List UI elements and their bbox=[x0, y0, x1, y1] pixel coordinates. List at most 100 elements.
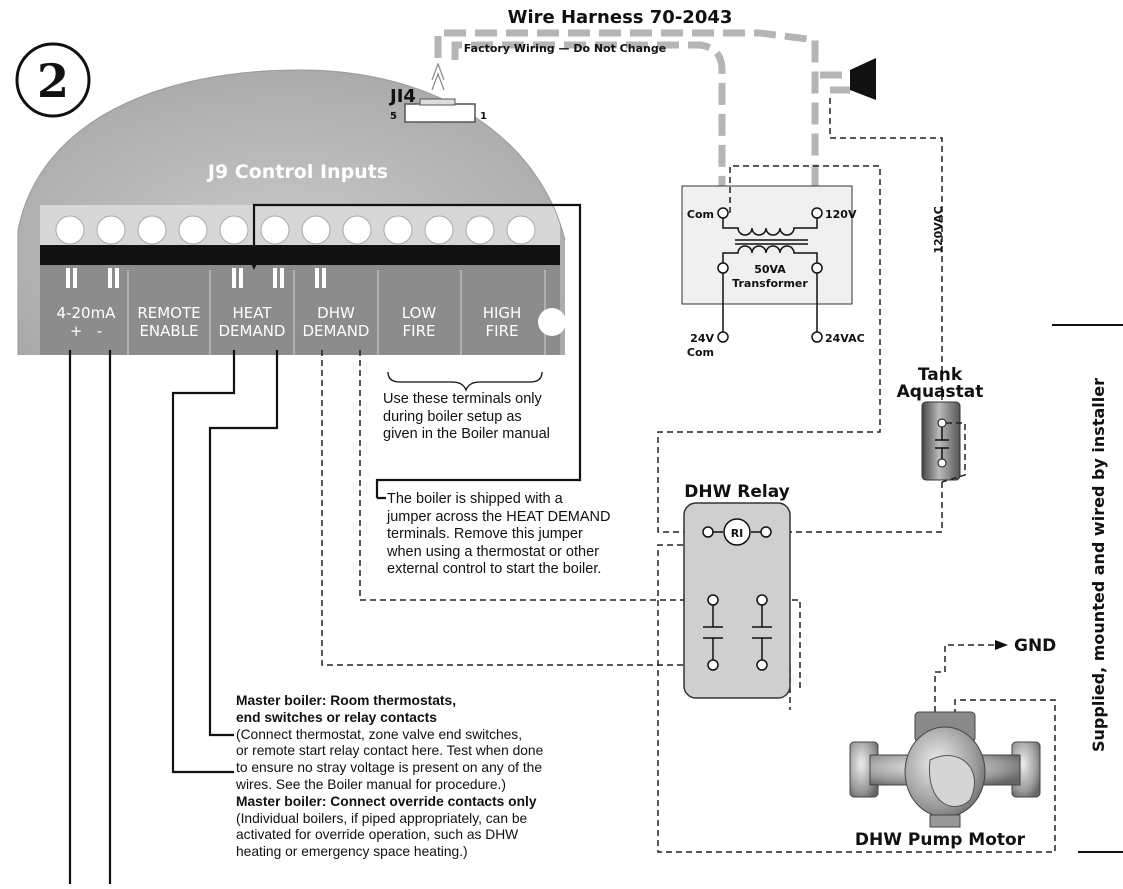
terminal-screw bbox=[137, 215, 167, 245]
terminal-screw bbox=[301, 215, 331, 245]
ji4-label: JI4 bbox=[388, 86, 416, 107]
setup-note: Use these terminals only during boiler s… bbox=[383, 391, 613, 444]
wire-harness bbox=[434, 29, 850, 205]
vac-label: 120VAC bbox=[932, 206, 945, 253]
jumper-arrow-icon bbox=[244, 248, 264, 270]
thermostat-wiring bbox=[68, 350, 279, 884]
terminal-label-high: HIGH bbox=[483, 304, 522, 322]
master-note-heading: Master boiler: Connect override contacts… bbox=[236, 793, 537, 809]
terminal-screw bbox=[96, 215, 126, 245]
step-number: 2 bbox=[37, 54, 69, 108]
transformer-24vac-label: 24VAC bbox=[825, 332, 865, 345]
terminal-screw bbox=[260, 215, 290, 245]
step-badge bbox=[15, 42, 91, 118]
installer-note: Supplied, mounted and wired by installer bbox=[1089, 378, 1108, 752]
relay-coil bbox=[723, 518, 751, 546]
transformer-name: Transformer bbox=[732, 277, 808, 290]
setup-note-line: during boiler setup as bbox=[383, 408, 522, 425]
aquastat-label-line2: Aquastat bbox=[897, 382, 984, 402]
terminal-label-4-20ma-sign: + - bbox=[70, 322, 102, 340]
terminal-strip-base bbox=[40, 245, 560, 265]
terminal-screw bbox=[178, 215, 208, 245]
terminal-label-4-20ma: 4-20mA bbox=[57, 304, 117, 322]
ji4-pin-5: 5 bbox=[390, 111, 397, 122]
master-note-line: or remote start relay contact here. Test… bbox=[236, 743, 544, 759]
setup-note-line: given in the Boiler manual bbox=[383, 426, 550, 442]
terminal-label-high-fire: FIRE bbox=[486, 322, 519, 340]
master-note-line: activated for override operation, such a… bbox=[236, 827, 519, 843]
terminal-label-low: LOW bbox=[402, 304, 437, 322]
ji4-connector: JI4 5 1 bbox=[388, 62, 487, 123]
pump-label: DHW Pump Motor bbox=[855, 830, 1026, 850]
terminal-screw bbox=[55, 215, 85, 245]
terminal-screw bbox=[383, 215, 413, 245]
master-note-line: (Individual boilers, if piped appropriat… bbox=[236, 810, 528, 826]
terminal-labels: 4-20mA + - REMOTE ENABLE HEAT DEMAND DHW… bbox=[57, 304, 522, 340]
master-note-heading: Master boiler: Room thermostats, bbox=[236, 693, 457, 708]
terminal-screw bbox=[342, 215, 372, 245]
board-title: J9 Control Inputs bbox=[206, 161, 388, 183]
terminal-screw bbox=[424, 215, 454, 245]
jumper-note-line: jumper across the HEAT DEMAND bbox=[387, 508, 611, 525]
terminal-label-low-fire: FIRE bbox=[403, 322, 436, 340]
harness-title: Wire Harness 70-2043 bbox=[508, 7, 733, 28]
transformer: Com 120V 50VA Transformer 24V Com 24VAC bbox=[681, 185, 865, 359]
terminal-label-heat: HEAT bbox=[232, 304, 272, 322]
master-note-heading: end switches or relay contacts bbox=[236, 709, 437, 725]
terminal-label-dhw: DHW bbox=[317, 304, 355, 322]
board-outline bbox=[17, 69, 566, 355]
terminal-screw bbox=[465, 215, 495, 245]
jumper-note-line: external control to start the boiler. bbox=[387, 561, 602, 577]
master-boiler-note: Master boiler: Room thermostats, end swi… bbox=[236, 693, 656, 861]
jumper-note-line: The boiler is shipped with a bbox=[387, 491, 563, 507]
ji4-connector-latch bbox=[419, 98, 456, 106]
terminal-screws bbox=[55, 215, 536, 245]
heat-demand-jumper bbox=[244, 203, 582, 500]
terminal-pins bbox=[66, 268, 326, 288]
relay-coil-label: RI bbox=[731, 527, 744, 540]
gnd-arrow-icon bbox=[995, 640, 1008, 650]
harness-factory-note: Factory Wiring — Do Not Change bbox=[464, 42, 666, 55]
transformer-box bbox=[681, 185, 853, 305]
relay-body bbox=[683, 502, 791, 699]
terminal-label-dhw-demand: DEMAND bbox=[302, 322, 369, 340]
harness-wire-120v bbox=[434, 29, 819, 205]
terminal-label-enable: ENABLE bbox=[139, 322, 198, 340]
master-note-line: (Connect thermostat, zone valve end swit… bbox=[236, 726, 523, 742]
master-note-line: to ensure no stray voltage is present on… bbox=[236, 760, 543, 776]
aquastat-body bbox=[921, 401, 961, 481]
transformer-24v-com-label: Com bbox=[687, 346, 714, 359]
dhw-relay: DHW Relay RI bbox=[683, 482, 791, 699]
jumper-note: The boiler is shipped with a jumper acro… bbox=[387, 491, 667, 579]
terminal-label-band bbox=[40, 265, 560, 355]
terminal-label-heat-demand: DEMAND bbox=[218, 322, 285, 340]
terminal-screw bbox=[506, 215, 536, 245]
setup-brace bbox=[387, 371, 543, 392]
aquastat-label-line1: Tank bbox=[918, 365, 963, 385]
board-edge-notch bbox=[538, 308, 566, 336]
jumper-note-line: terminals. Remove this jumper bbox=[387, 526, 583, 542]
terminal-screw bbox=[219, 215, 249, 245]
power-plug-icon bbox=[850, 58, 876, 100]
jumper-note-line: when using a thermostat or other bbox=[387, 543, 599, 560]
master-note-line: heating or emergency space heating.) bbox=[236, 844, 468, 860]
gnd-label: GND bbox=[1014, 636, 1056, 656]
tank-aquastat: Tank Aquastat bbox=[897, 365, 984, 483]
master-note-line: wires. See the Boiler manual for procedu… bbox=[236, 776, 506, 792]
primary-winding bbox=[722, 218, 818, 236]
transformer-120v-label: 120V bbox=[825, 208, 857, 221]
setup-note-line: Use these terminals only bbox=[383, 391, 542, 407]
transformer-24v-label: 24V bbox=[690, 332, 714, 345]
transformer-rating: 50VA bbox=[754, 263, 786, 276]
field-wiring bbox=[321, 98, 1056, 853]
harness-wire-com bbox=[451, 41, 726, 205]
transformer-com-label: Com bbox=[687, 208, 714, 221]
connector-arrow-icon bbox=[431, 62, 445, 91]
terminal-label-remote: REMOTE bbox=[137, 304, 200, 322]
relay-title: DHW Relay bbox=[684, 482, 790, 502]
pump-motor-icon bbox=[849, 711, 1041, 828]
secondary-winding bbox=[722, 245, 818, 263]
ji4-pin-1: 1 bbox=[480, 111, 487, 122]
